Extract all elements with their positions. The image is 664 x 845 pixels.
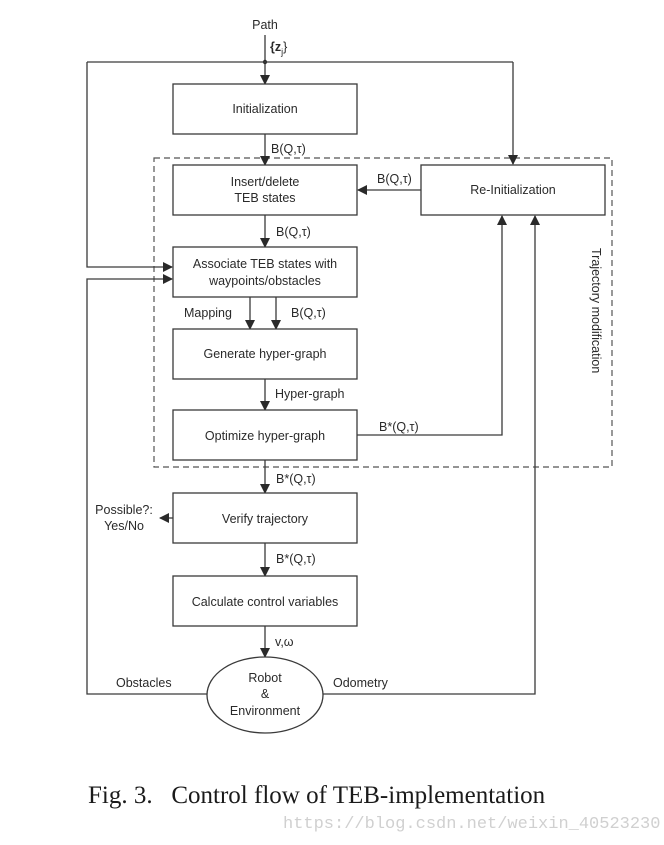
optimize-box bbox=[172, 409, 358, 461]
obstacles-label: Obstacles bbox=[116, 676, 172, 690]
trajectory-modification-label: Trajectory modification bbox=[589, 248, 603, 373]
robot-label-1: Robot bbox=[248, 671, 282, 685]
reinit-to-insert-label: B(Q,τ) bbox=[377, 172, 412, 186]
path-label: Path bbox=[252, 18, 278, 32]
verify-output-label-2: Yes/No bbox=[104, 519, 144, 533]
odometry-feedback-arrow bbox=[323, 215, 540, 695]
calculate-label: Calculate control variables bbox=[192, 595, 339, 609]
associate-box bbox=[172, 246, 358, 298]
insert-to-associate-label: B(Q,τ) bbox=[276, 225, 311, 239]
optimize-to-verify-label: B*(Q,τ) bbox=[276, 472, 316, 486]
generate-label: Generate hyper-graph bbox=[204, 347, 327, 361]
caption-text: Control flow of TEB-implementation bbox=[171, 782, 546, 809]
calculate-to-robot-label: v,ω bbox=[275, 635, 294, 649]
generate-to-optimize-label: Hyper-graph bbox=[275, 387, 345, 401]
verify-to-calculate-label: B*(Q,τ) bbox=[276, 552, 316, 566]
caption-prefix: Fig. 3. bbox=[88, 782, 153, 809]
initialization-box bbox=[172, 83, 358, 135]
robot-environment-ellipse bbox=[206, 656, 324, 734]
figure-caption: Fig. 3. Control flow of TEB-implementati… bbox=[88, 782, 545, 810]
optimize-to-reinit-arrow bbox=[357, 215, 507, 436]
watermark: https://blog.csdn.net/weixin_40523230 bbox=[283, 815, 661, 834]
generate-box bbox=[172, 328, 358, 380]
associate-label-2: waypoints/obstacles bbox=[208, 274, 321, 288]
calculate-box bbox=[172, 575, 358, 627]
initialization-label: Initialization bbox=[232, 102, 297, 116]
reinit-label: Re-Initialization bbox=[470, 183, 556, 197]
robot-label-3: Environment bbox=[230, 704, 301, 718]
odometry-label: Odometry bbox=[333, 676, 389, 690]
associate-label-1: Associate TEB states with bbox=[193, 257, 337, 271]
insert-delete-label-2: TEB states bbox=[234, 191, 295, 205]
optimize-label: Optimize hyper-graph bbox=[205, 429, 325, 443]
trajectory-modification-group bbox=[153, 157, 613, 468]
optimize-to-reinit-label: B*(Q,τ) bbox=[379, 420, 419, 434]
mapping-label: Mapping bbox=[184, 306, 232, 320]
associate-to-generate-label: B(Q,τ) bbox=[291, 306, 326, 320]
robot-label-2: & bbox=[261, 687, 270, 701]
verify-label: Verify trajectory bbox=[222, 512, 309, 526]
insert-delete-box bbox=[172, 164, 358, 216]
insert-delete-label-1: Insert/delete bbox=[231, 175, 300, 189]
verify-output-label-1: Possible?: bbox=[95, 503, 153, 517]
verify-box bbox=[172, 492, 358, 544]
path-to-associate-arrow bbox=[86, 62, 173, 272]
init-to-insert-label: B(Q,τ) bbox=[271, 142, 306, 156]
obstacles-feedback-arrow bbox=[86, 274, 207, 695]
path-variable: {zj} bbox=[270, 40, 287, 57]
